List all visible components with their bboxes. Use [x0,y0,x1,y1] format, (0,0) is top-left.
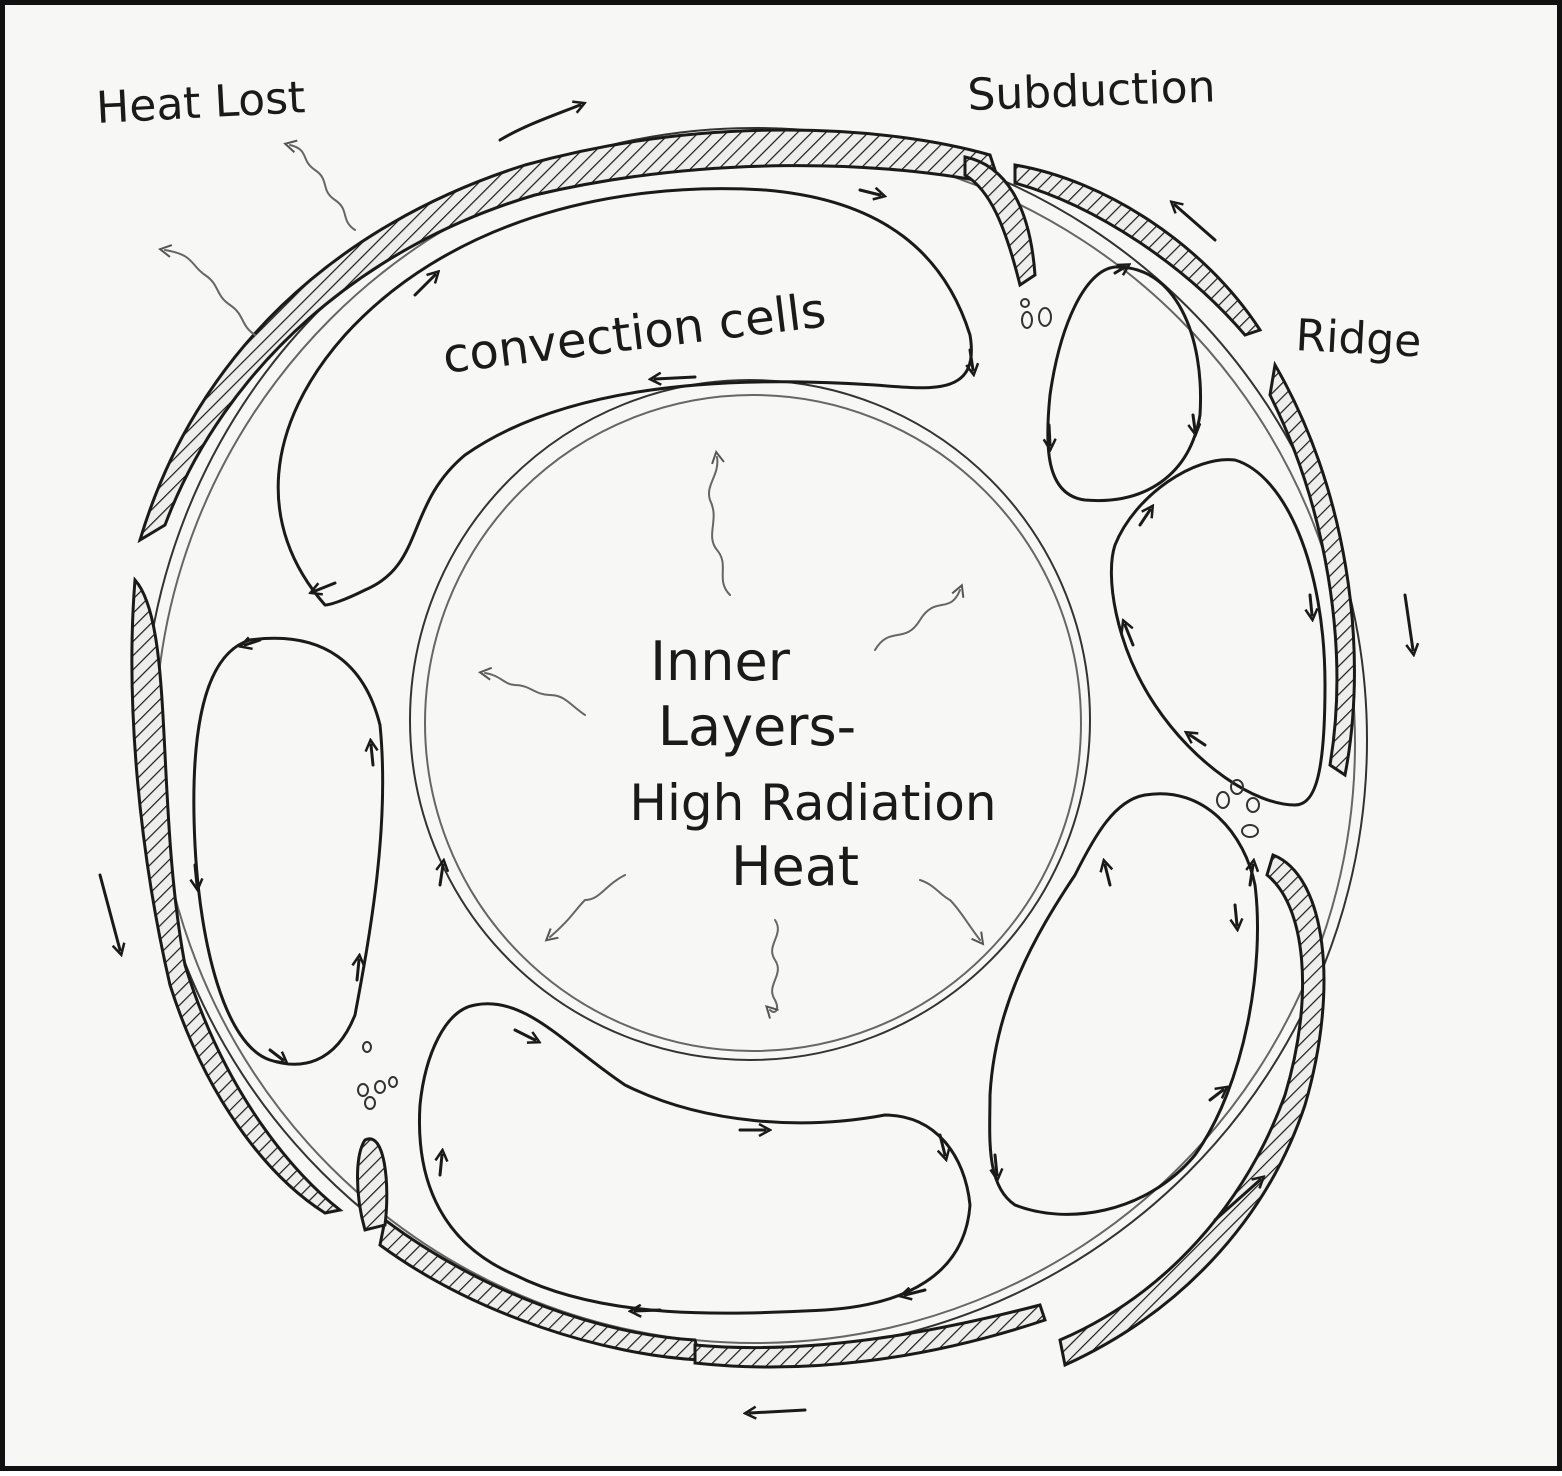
convection-cell-left [192,636,385,1066]
radiation-arrows [485,457,980,1012]
label-heat-lost: Heat Lost [95,72,307,134]
center-line-4: Heat [731,835,859,898]
plate-right-lower [1058,853,1326,1368]
plate-left [130,576,344,1215]
label-subduction: Subduction [967,61,1217,121]
label-ridge: Ridge [1294,310,1422,368]
magma-bubbles [357,298,1260,1110]
convection-cells [192,187,1327,1315]
convection-cell-upper-right [1046,265,1203,503]
convection-cell-bottom [417,1002,972,1315]
label-convection-cells: convection cells [440,282,829,385]
center-line-2: Layers- [658,695,856,758]
center-line-3: High Radiation [629,774,996,832]
flow-arrows [195,190,1312,1311]
convection-cell-top [276,187,973,607]
plate-motion-arrows [98,105,1413,1413]
crustal-plates [130,128,1356,1369]
center-line-1: Inner [650,630,791,693]
plate-bottom [378,1217,1047,1369]
plate-subducting-slab [963,155,1037,288]
plate-right-upper [1268,360,1356,778]
convection-cell-right [1109,458,1327,807]
plate-top-right [1013,163,1263,337]
convection-cell-lower-right [988,792,1259,1216]
plate-bottom-left-slab [356,1137,389,1232]
inner-layers-circle [409,379,1091,1061]
heat-lost-arrows [165,145,356,336]
center-text: Inner Layers- High Radiation Heat [629,630,996,898]
mantle-convection-diagram: Heat Lost Subduction Ridge convection ce… [95,61,1423,1476]
